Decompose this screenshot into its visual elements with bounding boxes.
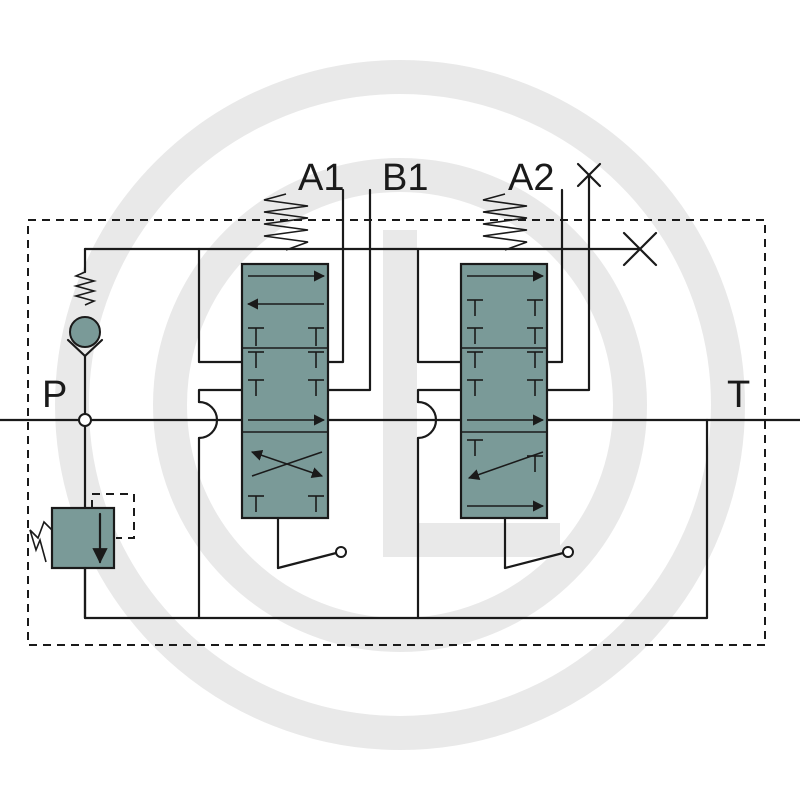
pressure-junction	[78, 413, 92, 427]
relief-valve	[29, 424, 135, 620]
port-label-t: T	[727, 374, 750, 416]
port-label-p: P	[42, 374, 67, 416]
plug-b2	[576, 162, 602, 188]
port-label-a2: A2	[508, 157, 554, 199]
port-label-a1: A1	[298, 157, 344, 199]
check-valve	[66, 247, 104, 422]
valve-section-1	[197, 188, 372, 620]
valve-section-2	[416, 173, 591, 620]
logo-watermark	[55, 60, 745, 750]
plug-gallery	[622, 231, 658, 267]
port-label-b1: B1	[382, 157, 428, 199]
block-enclosure	[27, 219, 766, 646]
